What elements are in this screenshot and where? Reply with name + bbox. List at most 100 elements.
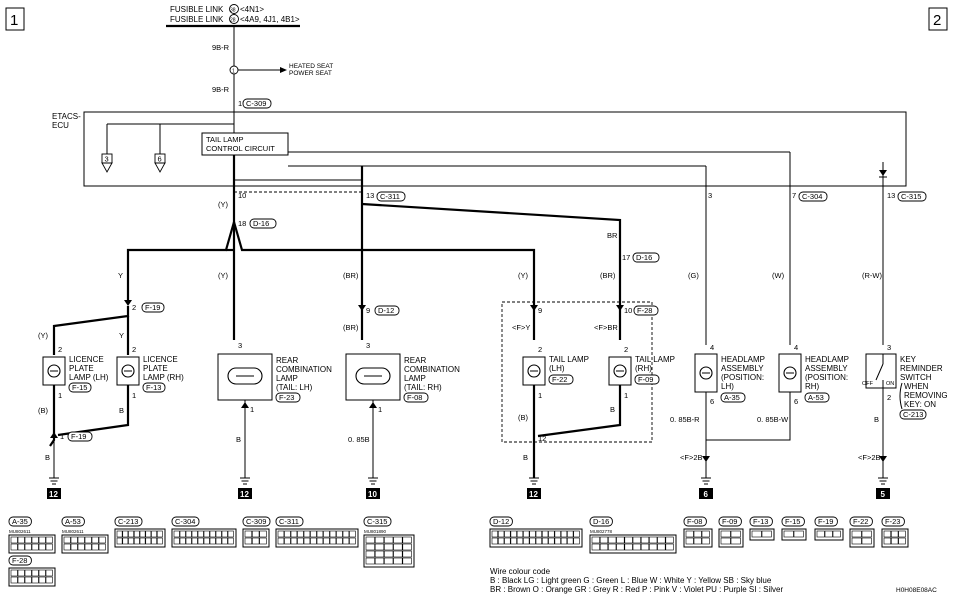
wire-to-tail-lh [232, 221, 536, 340]
head-rh-label-2: ASSEMBLY [805, 364, 848, 373]
connector-pin-cell [665, 536, 674, 544]
head-rh-label-1: HEADLAMP [805, 355, 849, 364]
ground-number: 6 [704, 490, 709, 499]
connector-legend-tag [781, 516, 805, 527]
lic-lh-label-3: LAMP (LH) [69, 373, 109, 382]
connector-tag-c311 [376, 191, 406, 202]
lic-rh-pin-top: 2 [132, 345, 136, 354]
connector-arrow-icon [879, 456, 887, 462]
connector-pin-cell [541, 537, 549, 545]
connector-pin-cell [591, 543, 600, 551]
connector-pin-cell [554, 530, 561, 538]
connector-pin-cell [898, 537, 906, 545]
connector-pin-cell [402, 543, 412, 551]
rcl-rh-pin-bot: 1 [378, 405, 382, 414]
ecu-label-1: ETACS- [52, 112, 81, 121]
connector-pin-cell [277, 530, 285, 538]
branch-label-heated-seat: HEATED SEAT [289, 63, 333, 70]
connector-pin-cell [535, 537, 542, 545]
connector-legend-item: F-28 [8, 555, 56, 587]
connector-pin-cell [17, 569, 25, 577]
connector-pin-cell [284, 537, 291, 545]
connector-tag-f15-label: F-15 [72, 383, 87, 392]
connector-legend-label: D-16 [593, 517, 609, 526]
connector-pin-cell [139, 537, 146, 545]
wire-to-licence-lh [52, 306, 130, 355]
connector-pin-cell [197, 537, 204, 545]
connector-pin-cell [259, 530, 267, 538]
connector-tag-f19b-label: F-19 [71, 432, 86, 441]
connector-part-number: MU802611 [62, 529, 84, 534]
connector-pin-cell [145, 537, 152, 545]
connector-pin-cell [70, 543, 78, 551]
connector-tag-c304-label: C-304 [802, 192, 822, 201]
key-bracket [899, 382, 903, 410]
ground-symbol: 12 [527, 477, 541, 499]
connector-pin-cell [649, 536, 658, 544]
ground-number-box [527, 488, 541, 499]
connector-pin-cell [497, 537, 505, 545]
fusible-link-1-ref: <4N1> [240, 5, 264, 14]
connector-pin-cell [516, 530, 524, 538]
rear-combination-lamp-lh: 3 1 REAR COMBINATION LAMP (TAIL: LH) F-2… [217, 341, 332, 414]
connector-pin-cell [701, 537, 710, 545]
head-rh-pin-top: 4 [794, 343, 798, 352]
wire-color-y-lic-rh: Y [119, 331, 124, 340]
wire-color-b-tail: B [523, 453, 528, 462]
connector-pin-cell [685, 537, 694, 545]
connector-pin-cell [45, 536, 53, 544]
key-pin-bot: 2 [887, 393, 891, 402]
wire-color-b-key: B [874, 415, 879, 424]
connector-pin-cell [284, 530, 291, 538]
connector-pin-cell [632, 543, 641, 551]
head-lh-pin-bot: 6 [710, 397, 714, 406]
headlamp-assembly-lh: 4 6 HEADLAMP ASSEMBLY (POSITION: LH) A-3… [694, 343, 765, 406]
lic-rh-label-3: LAMP (RH) [143, 373, 184, 382]
ecu-input-pin: 1 [238, 99, 242, 108]
connector-pin-cell [342, 530, 350, 538]
ground-number-box [699, 488, 713, 499]
tail-pin-10: 10 [624, 306, 632, 315]
connector-pin-cell [303, 530, 311, 538]
connector-pin-cell [393, 543, 403, 551]
connector-legend-item: C-304 [171, 516, 237, 548]
connector-pin-cell [608, 543, 617, 551]
f28-shield-box [501, 301, 653, 443]
connector-pin-cell [861, 537, 872, 545]
connector-pin-cell [365, 543, 375, 551]
connector-pin-cell [793, 530, 804, 538]
connector-pin-cell [336, 537, 343, 545]
ecu-output-pin-13: 13 [366, 191, 374, 200]
wire-color-y-rcl: (Y) [218, 271, 229, 280]
ecu-label-2: ECU [52, 121, 69, 130]
licence-plate-lamp-rh: 2 1 LICENCE PLATE LAMP (RH) F-13 [116, 345, 184, 400]
connector-pin-cell [173, 530, 180, 538]
ecu-output-pin-7: 7 [792, 191, 796, 200]
connector-pin-cell [45, 543, 53, 551]
ground-symbol: 5 [876, 477, 890, 499]
key-label-2: REMINDER [900, 364, 943, 373]
tail-lamp-lh: 2 1 TAIL LAMP (LH) F-22 [522, 345, 589, 400]
lic-rh-pin-bot: 1 [132, 391, 136, 400]
connector-legend-label: F-28 [12, 556, 27, 565]
connector-pin-cell [10, 536, 18, 544]
connector-pin-cell [38, 543, 46, 551]
wire-colour-code-line1: B : Black LG : Light green G : Green L :… [490, 576, 772, 585]
page-number-box-right [928, 7, 948, 31]
connector-pin-cell [560, 537, 568, 545]
connector-pin-cell [548, 537, 555, 545]
connector-pin-cell [98, 543, 106, 551]
connector-pin-cell [624, 543, 633, 551]
connector-pin-cell [393, 536, 403, 544]
connector-pin-cell [649, 543, 658, 551]
connector-pin-cell [599, 543, 609, 551]
connector-pin-cell [31, 543, 39, 551]
licence-plate-lamp-lh: 2 1 LICENCE PLATE LAMP (LH) F-15 [42, 345, 109, 400]
switch-lever-icon [875, 363, 884, 381]
connector-tag-f08-label: F-08 [407, 393, 422, 402]
connector-pin-cell [24, 543, 32, 551]
connector-pin-cell [336, 530, 343, 538]
connector-pin-cell [402, 557, 412, 565]
connector-pin-cell [365, 536, 375, 544]
